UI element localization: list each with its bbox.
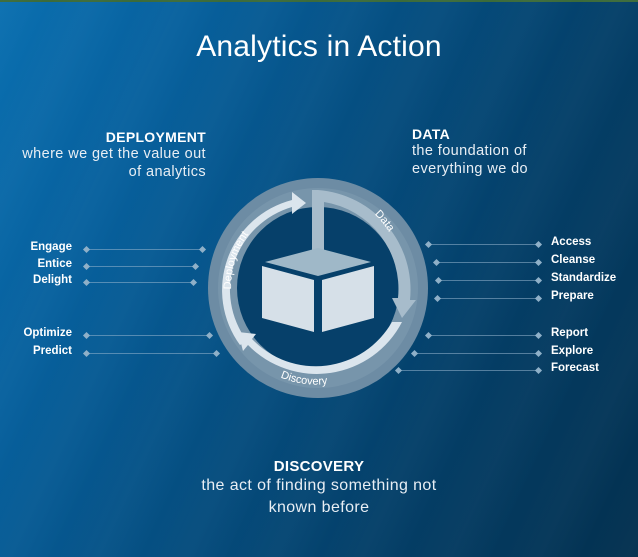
deployment-block: DEPLOYMENT where we get the value out of… bbox=[22, 129, 206, 181]
connector-line bbox=[86, 249, 202, 250]
connector-line bbox=[437, 298, 538, 299]
deployment-desc-line1: where we get the value out bbox=[22, 146, 206, 162]
left-item-label: Entice bbox=[37, 258, 72, 270]
right-item-label: Standardize bbox=[551, 272, 617, 284]
connector-line bbox=[86, 282, 193, 283]
data-arrow-icon bbox=[312, 190, 416, 318]
discovery-block: DISCOVERY the act of finding something n… bbox=[0, 458, 638, 519]
left-item-label: Engage bbox=[30, 241, 72, 253]
data-desc-line2: everything we do bbox=[412, 161, 529, 177]
connector-line bbox=[428, 244, 538, 245]
data-heading: DATA bbox=[412, 126, 451, 142]
connector-line bbox=[86, 353, 216, 354]
data-desc-line1: the foundation of bbox=[412, 143, 527, 159]
right-item-label: Report bbox=[551, 327, 589, 339]
right-item-label: Explore bbox=[551, 345, 594, 357]
connector-line bbox=[398, 370, 538, 371]
connector-line bbox=[86, 266, 195, 267]
slide-title: Analytics in Action bbox=[196, 30, 442, 63]
discovery-desc-line1: the act of finding something not bbox=[201, 477, 437, 494]
connector-line bbox=[428, 335, 538, 336]
cube-top bbox=[265, 248, 371, 276]
cube-left-face bbox=[262, 266, 314, 332]
connector-line bbox=[438, 280, 538, 281]
deployment-desc-line2: of analytics bbox=[128, 164, 206, 180]
left-item-label: Predict bbox=[33, 345, 72, 357]
data-block: DATA the foundation of everything we do bbox=[412, 126, 528, 178]
deployment-arrow-icon bbox=[222, 192, 306, 345]
right-item-label: Prepare bbox=[551, 290, 594, 302]
connector-line bbox=[436, 262, 538, 263]
inner-disc bbox=[237, 207, 399, 369]
cube-right-face bbox=[322, 266, 374, 332]
right-item-label: Cleanse bbox=[551, 254, 596, 266]
connector-line bbox=[414, 353, 538, 354]
discovery-heading: DISCOVERY bbox=[273, 458, 365, 475]
left-item-label: Delight bbox=[33, 274, 72, 286]
deployment-heading: DEPLOYMENT bbox=[105, 129, 206, 145]
right-item-label: Access bbox=[551, 236, 592, 248]
connector-line bbox=[86, 335, 209, 336]
left-item-label: Optimize bbox=[23, 327, 72, 339]
discovery-arrow-icon bbox=[238, 322, 402, 374]
discovery-desc-line2: known before bbox=[268, 499, 370, 516]
right-item-label: Forecast bbox=[551, 362, 599, 374]
